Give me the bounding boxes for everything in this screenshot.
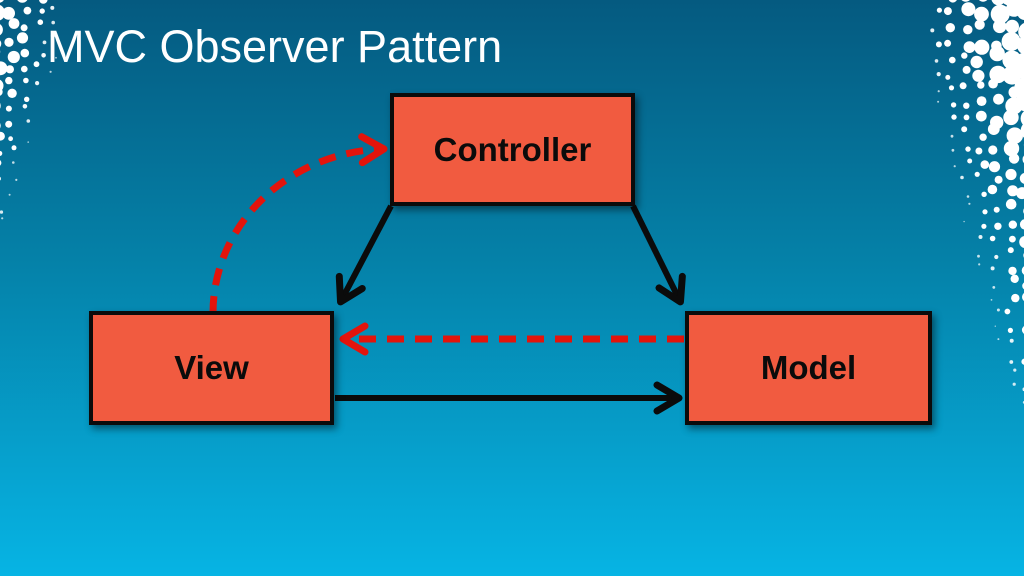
node-view-label: View xyxy=(174,349,249,386)
node-model-label: Model xyxy=(760,349,857,386)
node-controller: Controller xyxy=(390,93,635,206)
node-model: Model xyxy=(685,311,932,425)
edge-controller-to-model xyxy=(630,204,686,306)
node-view: View xyxy=(89,311,334,425)
edge-controller-to-view xyxy=(335,204,394,306)
node-controller-label: Controller xyxy=(433,130,592,168)
edge-view-to-controller xyxy=(209,133,388,314)
slide-title: MVC Observer Pattern xyxy=(47,21,503,72)
